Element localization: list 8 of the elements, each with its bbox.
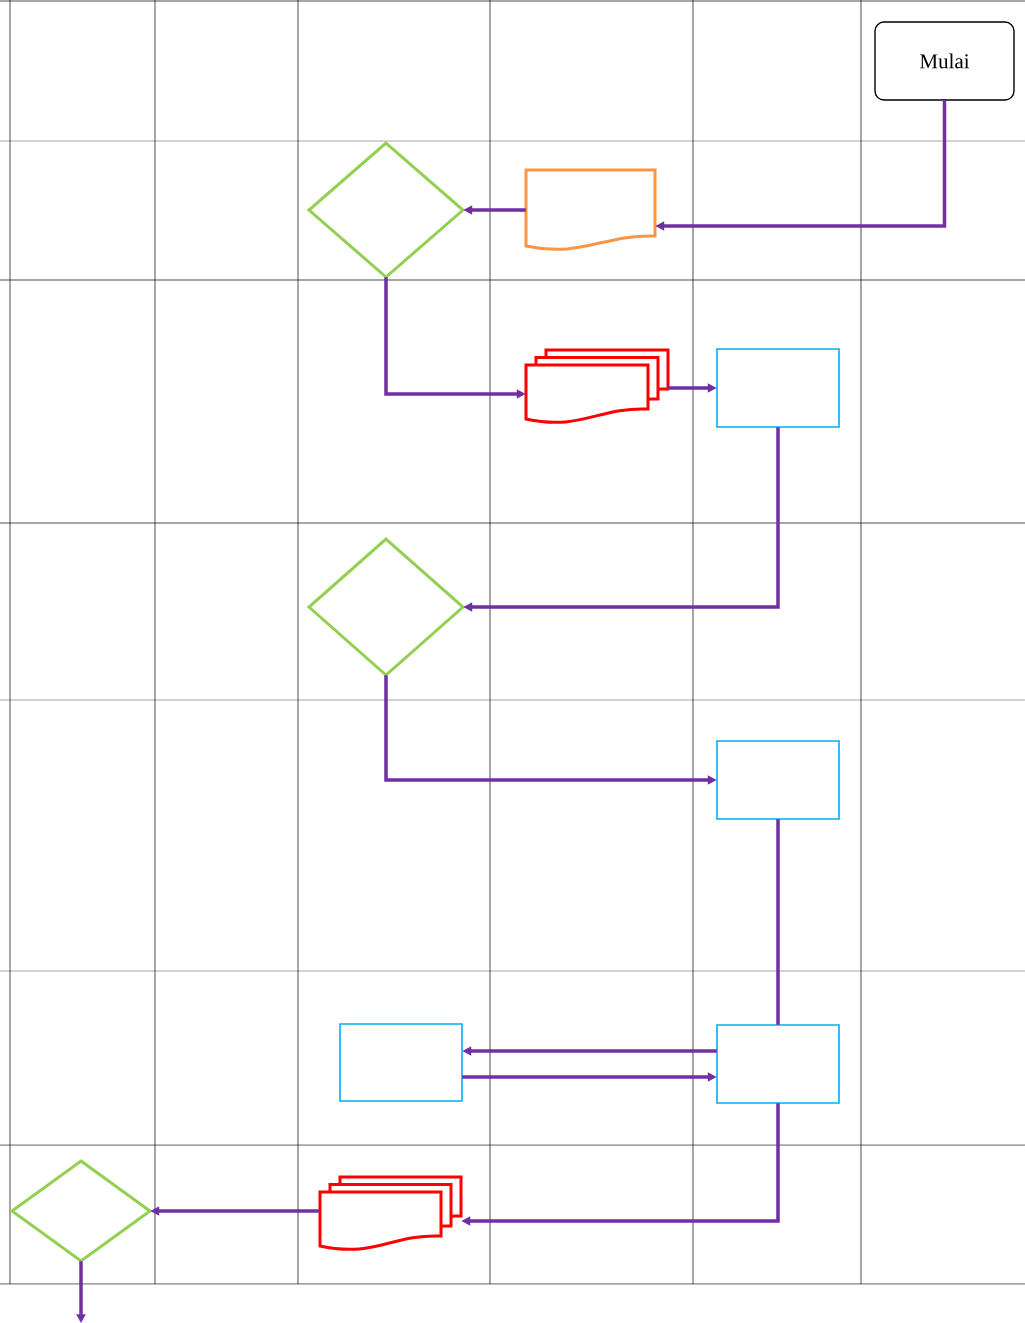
process-box [716,1024,840,1104]
multi-document-shape [318,1175,463,1251]
multi-document-shape [524,348,670,424]
process-box [716,348,840,428]
document-shape [524,168,657,251]
start-box: Mulai [874,21,1015,101]
process-box [339,1023,463,1102]
process-box [716,740,840,820]
